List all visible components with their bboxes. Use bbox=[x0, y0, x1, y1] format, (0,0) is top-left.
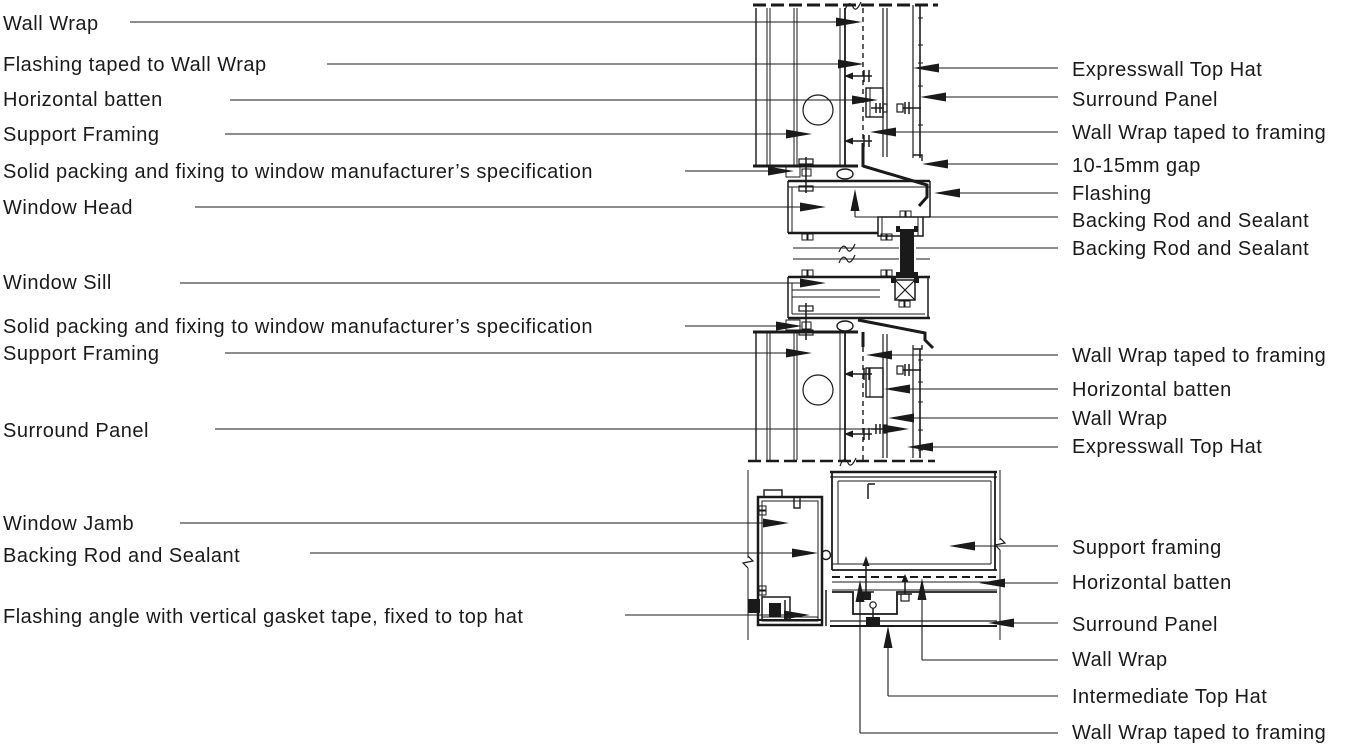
sill-wall-section bbox=[748, 318, 935, 467]
batten-section bbox=[865, 87, 884, 118]
service-hole bbox=[802, 374, 834, 406]
panel-screw bbox=[896, 364, 921, 376]
sill-packer-box bbox=[894, 279, 916, 301]
label-window-jamb: Window Jamb bbox=[3, 513, 135, 535]
leaders-left bbox=[130, 17, 909, 620]
label-flashing: Flashing bbox=[1072, 183, 1152, 205]
label-wrap-taped-head: Wall Wrap taped to framing bbox=[1072, 122, 1327, 144]
intermediate-top-hat bbox=[832, 591, 997, 615]
label-wall-wrap-r: Wall Wrap bbox=[1072, 408, 1168, 430]
label-horizontal-batten-plan: Horizontal batten bbox=[1072, 572, 1232, 594]
sill-flashing bbox=[857, 318, 935, 350]
label-horizontal-batten: Horizontal batten bbox=[3, 89, 163, 111]
label-solid-packing-head: Solid packing and fixing to window manuf… bbox=[3, 161, 593, 183]
batten-screw bbox=[844, 70, 872, 82]
label-support-framing-plan: Support framing bbox=[1072, 537, 1222, 559]
window-jamb-frame bbox=[756, 495, 824, 627]
label-surround-panel-r: Surround Panel bbox=[1072, 89, 1218, 111]
label-wall-wrap-plan: Wall Wrap bbox=[1072, 649, 1168, 671]
backing-rod bbox=[836, 320, 854, 332]
label-support-framing-2: Support Framing bbox=[3, 343, 160, 365]
label-window-head: Window Head bbox=[3, 197, 134, 219]
batten-section bbox=[865, 367, 884, 398]
glazing-unit bbox=[793, 226, 930, 278]
window-sill-frame bbox=[787, 269, 930, 320]
label-surround-panel-plan: Surround Panel bbox=[1072, 614, 1218, 636]
label-horizontal-batten-r: Horizontal batten bbox=[1072, 379, 1232, 401]
batten-screw bbox=[844, 368, 872, 380]
service-hole bbox=[802, 94, 834, 126]
label-backing-rod-head: Backing Rod and Sealant bbox=[1072, 210, 1310, 232]
backing-rod bbox=[836, 168, 854, 180]
head-packing bbox=[785, 157, 854, 193]
batten-screw bbox=[844, 135, 872, 147]
label-support-framing: Support Framing bbox=[3, 124, 160, 146]
label-wrap-taped-sill: Wall Wrap taped to framing bbox=[1072, 345, 1327, 367]
label-wrap-taped-plan: Wall Wrap taped to framing bbox=[1072, 722, 1327, 744]
tophat-screw bbox=[871, 103, 888, 113]
label-backing-rod-glazing: Backing Rod and Sealant bbox=[1072, 238, 1310, 260]
label-wall-wrap: Wall Wrap bbox=[3, 13, 99, 35]
head-wall-section bbox=[753, 1, 938, 207]
igu-glass-bar bbox=[900, 229, 914, 278]
label-surround-panel: Surround Panel bbox=[3, 420, 149, 442]
label-gap: 10-15mm gap bbox=[1072, 155, 1201, 177]
gasket-tape bbox=[769, 603, 781, 617]
panel-screw bbox=[896, 102, 921, 114]
jamb-glass bbox=[748, 599, 760, 613]
label-expresswall-top-hat-2: Expresswall Top Hat bbox=[1072, 436, 1263, 458]
label-flashing-taped: Flashing taped to Wall Wrap bbox=[3, 54, 267, 76]
backing-rod bbox=[820, 549, 832, 561]
label-flashing-angle: Flashing angle with vertical gasket tape… bbox=[3, 606, 524, 628]
batten-screw bbox=[898, 574, 912, 602]
window-head-frame bbox=[787, 179, 931, 241]
label-backing-rod-jamb: Backing Rod and Sealant bbox=[3, 545, 241, 567]
leaders-right bbox=[850, 63, 1058, 734]
label-expresswall-top-hat: Expresswall Top Hat bbox=[1072, 59, 1263, 81]
label-window-sill: Window Sill bbox=[3, 272, 112, 294]
label-intermediate-top-hat: Intermediate Top Hat bbox=[1072, 686, 1268, 708]
sill-packing bbox=[785, 303, 854, 340]
head-flashing bbox=[862, 164, 929, 207]
batten-screw bbox=[844, 428, 872, 440]
label-solid-packing-sill: Solid packing and fixing to window manuf… bbox=[3, 316, 593, 338]
